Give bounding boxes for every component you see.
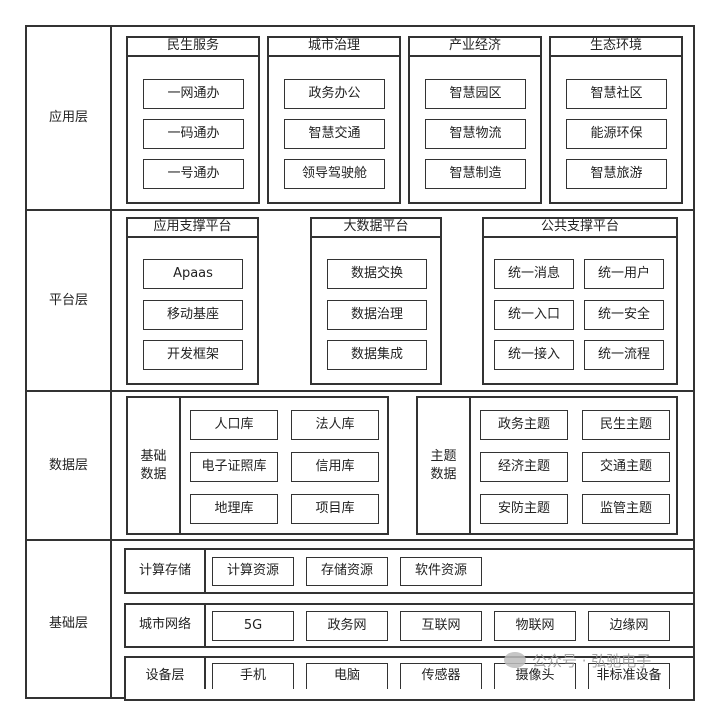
data-group-label-line: 主题 bbox=[430, 448, 457, 464]
platform-group-title: 公共支撑平台 bbox=[484, 219, 676, 238]
infra-item: 计算资源 bbox=[212, 557, 294, 586]
app-item: 政务办公 bbox=[284, 79, 385, 109]
infra-item: 摄像头 bbox=[494, 663, 576, 689]
platform-item: Apaas bbox=[143, 259, 243, 289]
watermark: 公众号 · 弘驰电子 bbox=[504, 650, 651, 670]
app-item: 智慧园区 bbox=[425, 79, 526, 109]
data-group-label: 基础 数据 bbox=[128, 398, 179, 533]
layer-label-infra: 基础层 bbox=[48, 615, 88, 631]
infra-item: 政务网 bbox=[306, 611, 388, 641]
platform-item: 统一安全 bbox=[584, 300, 664, 330]
infra-row-label: 城市网络 bbox=[138, 617, 191, 633]
platform-item: 数据治理 bbox=[327, 300, 427, 330]
app-item: 智慧物流 bbox=[425, 119, 526, 149]
app-item: 一网通办 bbox=[143, 79, 244, 109]
app-group-title: 产业经济 bbox=[410, 38, 540, 57]
data-group-divider bbox=[469, 396, 471, 535]
data-group-label-line: 基础 bbox=[140, 448, 167, 464]
app-item: 智慧制造 bbox=[425, 159, 526, 189]
wechat-icon bbox=[504, 652, 526, 668]
platform-item: 统一入口 bbox=[494, 300, 574, 330]
app-item: 智慧旅游 bbox=[566, 159, 667, 189]
app-item: 能源环保 bbox=[566, 119, 667, 149]
label-column-divider bbox=[110, 25, 112, 699]
platform-item: 开发框架 bbox=[143, 340, 243, 370]
platform-group-title: 大数据平台 bbox=[312, 219, 440, 238]
infra-row-label: 计算存储 bbox=[138, 562, 191, 578]
infra-row-divider bbox=[204, 548, 206, 594]
infra-item: 电脑 bbox=[306, 663, 388, 689]
app-group-title: 民生服务 bbox=[128, 38, 258, 57]
platform-item: 数据集成 bbox=[327, 340, 427, 370]
platform-item: 统一用户 bbox=[584, 259, 664, 289]
data-group-label-line: 数据 bbox=[430, 466, 457, 482]
data-item: 法人库 bbox=[291, 410, 379, 440]
data-item: 民生主题 bbox=[582, 410, 670, 440]
app-item: 智慧社区 bbox=[566, 79, 667, 109]
layer-label-application: 应用层 bbox=[48, 110, 88, 126]
app-item: 智慧交通 bbox=[284, 119, 385, 149]
infra-item: 存储资源 bbox=[306, 557, 388, 586]
data-item: 交通主题 bbox=[582, 452, 670, 482]
data-item: 电子证照库 bbox=[190, 452, 278, 482]
watermark-text: 公众号 · 弘驰电子 bbox=[532, 651, 652, 670]
app-item: 领导驾驶舱 bbox=[284, 159, 385, 189]
infra-item: 边缘网 bbox=[588, 611, 670, 641]
app-item: 一码通办 bbox=[143, 119, 244, 149]
platform-group-title: 应用支撑平台 bbox=[128, 219, 257, 238]
layer-label-platform: 平台层 bbox=[48, 292, 88, 308]
infra-row-divider bbox=[204, 656, 206, 689]
data-group-label-line: 数据 bbox=[140, 466, 167, 482]
data-item: 地理库 bbox=[190, 494, 278, 524]
platform-item: 移动基座 bbox=[143, 300, 243, 330]
layer-label-data: 数据层 bbox=[48, 457, 88, 473]
data-group-divider bbox=[179, 396, 181, 535]
data-item: 人口库 bbox=[190, 410, 278, 440]
infra-item: 软件资源 bbox=[400, 557, 482, 586]
infra-row-divider bbox=[204, 603, 206, 648]
data-item: 政务主题 bbox=[480, 410, 568, 440]
data-item: 信用库 bbox=[291, 452, 379, 482]
data-group-label: 主题 数据 bbox=[418, 398, 469, 533]
app-item: 一号通办 bbox=[143, 159, 244, 189]
data-item: 监管主题 bbox=[582, 494, 670, 524]
infra-row-label: 设备层 bbox=[145, 668, 185, 684]
platform-item: 统一消息 bbox=[494, 259, 574, 289]
app-group-title: 城市治理 bbox=[269, 38, 399, 57]
platform-item: 统一接入 bbox=[494, 340, 574, 370]
data-item: 经济主题 bbox=[480, 452, 568, 482]
data-item: 项目库 bbox=[291, 494, 379, 524]
infra-item: 5G bbox=[212, 611, 294, 641]
app-group-title: 生态环境 bbox=[551, 38, 681, 57]
infra-item: 互联网 bbox=[400, 611, 482, 641]
data-item: 安防主题 bbox=[480, 494, 568, 524]
platform-item: 数据交换 bbox=[327, 259, 427, 289]
infra-item: 传感器 bbox=[400, 663, 482, 689]
infra-item: 物联网 bbox=[494, 611, 576, 641]
platform-item: 统一流程 bbox=[584, 340, 664, 370]
infra-item: 手机 bbox=[212, 663, 294, 689]
infra-item: 非标准设备 bbox=[588, 663, 670, 689]
